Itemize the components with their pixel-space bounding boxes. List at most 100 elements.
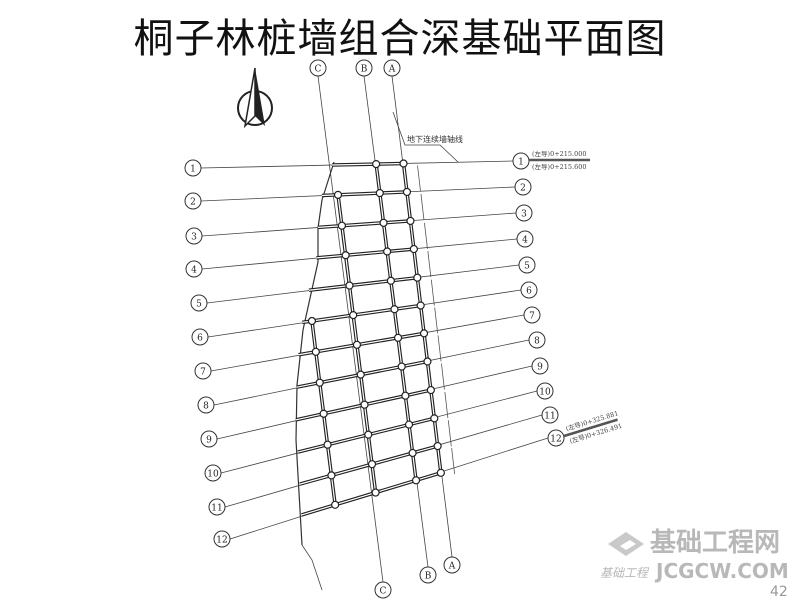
row-axis-bubble-left: [200, 430, 218, 448]
column-axis-bubble-top: [383, 59, 401, 77]
row-axis-bubble-left-label: 4: [191, 266, 197, 276]
row-axis-bubble-right: [523, 306, 541, 324]
column-axis-bubble-bottom-label: A: [448, 562, 456, 572]
diaphragm-wall-column-core: [397, 337, 403, 367]
row-axis-bubble-left-label: 6: [197, 334, 203, 344]
wall-node: [349, 311, 358, 320]
row-axis-bubble-right-label: 6: [526, 287, 532, 297]
diaphragm-wall-row-core: [316, 248, 414, 259]
diaphragm-wall-column-core: [406, 191, 412, 221]
row-axis-bubble-left-label: 5: [196, 300, 202, 310]
wall-node: [311, 347, 320, 356]
diaphragm-wall-column-core: [337, 194, 343, 226]
diaphragm-wall-column-core: [341, 225, 347, 256]
diaphragm-wall-column-core: [326, 444, 333, 476]
row-axis-bubble-left: [213, 530, 231, 548]
diaphragm-wall-column-core: [345, 255, 351, 286]
watermark-domain: JCGCW.COM: [656, 559, 789, 583]
row-axis-bubble-left: [194, 362, 212, 380]
diaphragm-wall-column-core: [360, 374, 366, 405]
dimension-line: [420, 193, 425, 220]
dimension-line: [451, 447, 456, 475]
row-axis-bubble-right-label: 7: [529, 312, 535, 322]
diaphragm-wall-column-core: [379, 193, 385, 223]
column-axis-bubble-top: [355, 59, 373, 77]
wall-node: [404, 420, 414, 429]
column-axis-bubble-bottom: [443, 556, 461, 574]
dimension-line: [434, 307, 439, 334]
wall-node: [364, 430, 373, 439]
wall-node: [323, 440, 332, 449]
wall-node: [433, 441, 442, 451]
wall-node: [375, 188, 384, 198]
excavation-boundary: [295, 161, 335, 546]
column-axis-bubble-bottom-label: C: [380, 587, 387, 597]
chainage-bar-end: [563, 418, 618, 438]
wall-node: [419, 329, 429, 338]
row-axis-bubble-left-label: 8: [203, 402, 209, 412]
row-axis-bubble-right: [536, 382, 554, 400]
diaphragm-wall-column-core: [437, 445, 442, 473]
row-axis-bubble-left: [197, 396, 215, 414]
wall-node: [307, 316, 317, 326]
row-axis-bubble-left: [185, 227, 203, 245]
row-axis-bubble-right-label: 12: [550, 435, 561, 445]
page-number: 42: [770, 584, 788, 600]
wall-node: [390, 305, 399, 314]
diaphragm-wall-column-core: [375, 164, 381, 194]
dimension-line: [444, 392, 449, 419]
diaphragm-wall-column-core: [401, 366, 406, 396]
wall-node: [409, 244, 418, 254]
row-axis-bubble-right: [520, 281, 538, 299]
row-axis-bubble-right: [518, 256, 536, 274]
column-axis-bubble-top-label: B: [361, 65, 368, 75]
diaphragm-wall-column-core: [330, 475, 336, 505]
diaphragm-wall-column-core: [390, 280, 396, 310]
column-axis-bubble-bottom: [374, 581, 392, 599]
column-axis-bubble-top: [309, 59, 327, 77]
row-axis-bubble-right: [516, 230, 534, 248]
wall-node: [397, 362, 406, 371]
diaphragm-wall-column-core: [409, 220, 415, 250]
diaphragm-wall-row-core: [308, 277, 418, 291]
row-axis-bubble-right: [547, 429, 565, 447]
row-axis-bubble-left-label: 3: [191, 233, 197, 243]
row-axis-bubble-right-label: 4: [522, 236, 528, 246]
wall-node: [331, 500, 340, 509]
watermark-script-text: 基础工程: [600, 566, 649, 580]
row-axis-bubble-left: [184, 159, 202, 177]
column-axis-bubble-top-label: C: [315, 65, 322, 75]
wall-node: [371, 488, 380, 497]
row-axis-bubble-right-label: 5: [524, 262, 530, 272]
wall-node: [413, 273, 422, 282]
diaphragm-wall-column-core: [311, 320, 317, 352]
wall-node: [416, 301, 425, 310]
diaphragm-wall-column-core: [411, 452, 417, 481]
dimension-line: [447, 420, 452, 447]
diaphragm-wall-column-core: [413, 249, 418, 278]
diaphragm-wall-column-core: [416, 277, 422, 306]
wall-node: [401, 391, 410, 400]
column-axis-bubble-bottom-label: B: [425, 572, 432, 582]
diaphragm-wall-column-core: [319, 382, 325, 414]
wall-node: [372, 159, 381, 169]
row-axis-bubble-left: [204, 464, 222, 482]
wall-node: [327, 471, 336, 480]
diaphragm-wall-row-core: [332, 162, 404, 166]
slope-line: [301, 544, 323, 591]
wall-node: [315, 378, 324, 387]
wall-node: [423, 357, 432, 366]
start-chainage-label-2: (左导)0+215.600: [532, 162, 587, 171]
diaphragm-wall-column-core: [371, 464, 377, 493]
start-chainage-label-1: (左导)0+215.000: [532, 149, 587, 158]
row-axis-bubble-left: [208, 498, 226, 516]
wall-axis-label: 地下连续墙轴线: [407, 134, 463, 144]
wall-node: [383, 247, 392, 256]
diaphragm-wall-column-core: [393, 309, 399, 338]
row-axis-bubble-right: [528, 331, 546, 349]
diaphragm-wall-column-core: [408, 424, 414, 454]
row-axis-bubble-right: [515, 204, 533, 222]
wall-node: [333, 190, 343, 199]
